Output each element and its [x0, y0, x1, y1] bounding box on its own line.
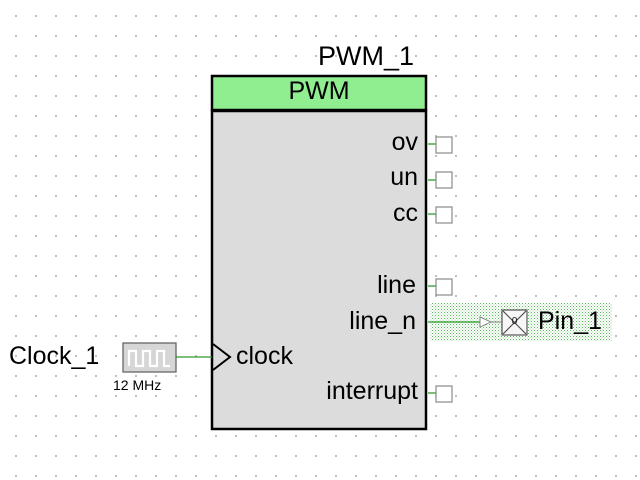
pin-instance-name: Pin_1	[538, 307, 602, 335]
clock-component[interactable]	[122, 342, 212, 373]
terminal-ov[interactable]	[435, 136, 453, 154]
pwm-header[interactable]	[210, 74, 428, 112]
pin-label-cc: cc	[393, 199, 418, 227]
pwm-instance-name: PWM_1	[318, 41, 415, 71]
clock-instance-name: Clock_1	[9, 342, 100, 370]
clock-waveform-icon	[127, 349, 170, 368]
pin-label-ov: ov	[391, 128, 418, 156]
clock-frequency: 12 MHz	[113, 377, 162, 393]
clock-input-triangle	[212, 343, 232, 371]
line-n-net[interactable]	[428, 316, 501, 328]
terminal-interrupt[interactable]	[435, 385, 453, 403]
pwm-component[interactable]	[210, 74, 428, 431]
terminal-cc[interactable]	[435, 206, 453, 224]
output-wires	[428, 136, 453, 403]
pin-diagonal	[502, 310, 527, 335]
terminal-line[interactable]	[435, 278, 453, 296]
pwm-body[interactable]	[210, 109, 428, 431]
pin-label-line: line	[377, 271, 416, 299]
pin-state-label: 0	[511, 316, 518, 327]
pin-label-line-n: line_n	[349, 307, 416, 335]
pin-label-clock: clock	[236, 342, 293, 370]
pin-label-un: un	[390, 163, 418, 191]
pin-label-interrupt: interrupt	[326, 377, 418, 405]
terminal-un[interactable]	[435, 171, 453, 189]
pin-1-symbol[interactable]	[501, 309, 528, 336]
pwm-type-label: PWM	[288, 77, 350, 105]
connector-arrow-icon	[479, 316, 493, 328]
